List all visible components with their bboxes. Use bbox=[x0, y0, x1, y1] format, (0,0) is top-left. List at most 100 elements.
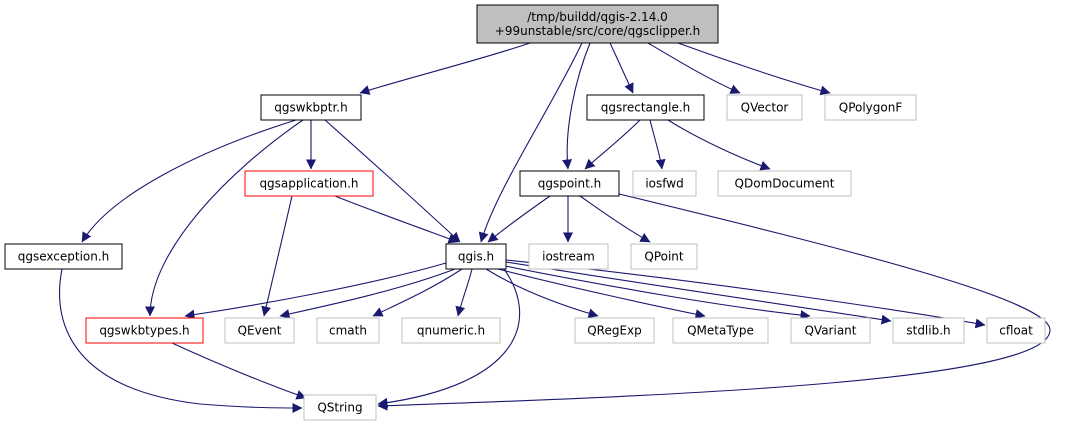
edge-qgis-to-qregexp bbox=[485, 268, 599, 319]
edge-qgis-to-qstring bbox=[377, 268, 521, 408]
node-iosfwd[interactable]: iosfwd bbox=[632, 170, 697, 197]
node-box[interactable] bbox=[632, 170, 697, 197]
node-qgswkbtypes[interactable]: qgswkbtypes.h bbox=[85, 317, 204, 344]
node-root[interactable]: /tmp/buildd/qgis-2.14.0+99unstable/src/c… bbox=[476, 4, 719, 44]
node-label: QVariant bbox=[804, 324, 856, 338]
node-box[interactable] bbox=[574, 317, 655, 344]
node-label: cmath bbox=[329, 324, 367, 338]
node-label: QEvent bbox=[238, 324, 282, 338]
node-qgspoint[interactable]: qgspoint.h bbox=[519, 170, 620, 197]
node-cfloat[interactable]: cfloat bbox=[986, 317, 1046, 344]
node-box[interactable] bbox=[586, 94, 705, 121]
edge-line bbox=[647, 42, 741, 94]
node-qgsapplication[interactable]: qgsapplication.h bbox=[244, 170, 374, 197]
node-qgsexception[interactable]: qgsexception.h bbox=[4, 243, 123, 270]
edge-line bbox=[579, 195, 651, 243]
edge-line bbox=[261, 195, 293, 317]
node-iostream[interactable]: iostream bbox=[528, 243, 609, 270]
node-box[interactable] bbox=[316, 317, 380, 344]
edge-qgsapplication-to-qgis bbox=[334, 195, 459, 244]
edge-line bbox=[377, 268, 521, 408]
node-qevent[interactable]: QEvent bbox=[224, 317, 295, 344]
node-label: qgswkbptr.h bbox=[274, 101, 347, 115]
node-box[interactable] bbox=[528, 243, 609, 270]
node-box[interactable] bbox=[790, 317, 871, 344]
edge-line bbox=[81, 119, 297, 243]
edge-line bbox=[677, 42, 831, 96]
edge-qgspoint-to-qgis bbox=[487, 195, 551, 243]
node-box[interactable] bbox=[303, 394, 377, 421]
node-qregexp[interactable]: QRegExp bbox=[574, 317, 655, 344]
node-box[interactable] bbox=[244, 170, 374, 197]
node-label: iosfwd bbox=[645, 177, 683, 191]
node-label: iostream bbox=[542, 250, 595, 264]
edge-qgis-to-qevent bbox=[279, 268, 456, 319]
node-qnumeric[interactable]: qnumeric.h bbox=[401, 317, 501, 344]
edge-root-to-qpolygonf bbox=[677, 42, 831, 96]
node-label: QString bbox=[317, 401, 362, 415]
node-qgis[interactable]: qgis.h bbox=[445, 243, 507, 270]
node-qgsrectangle[interactable]: qgsrectangle.h bbox=[586, 94, 705, 121]
edge-root-to-qgis bbox=[478, 42, 583, 243]
node-box[interactable] bbox=[445, 243, 507, 270]
edge-line bbox=[584, 119, 641, 170]
edge-qgsrectangle-to-iosfwd bbox=[649, 119, 666, 170]
node-box[interactable] bbox=[85, 317, 204, 344]
node-label: qgsapplication.h bbox=[259, 177, 358, 191]
node-stdlib[interactable]: stdlib.h bbox=[892, 317, 965, 344]
node-box[interactable] bbox=[824, 94, 917, 121]
node-qpoint[interactable]: QPoint bbox=[630, 243, 698, 270]
node-box[interactable] bbox=[892, 317, 965, 344]
edge-qgswkbptr-to-qgis bbox=[324, 119, 461, 243]
edge-line bbox=[497, 268, 706, 320]
edge-qgsrectangle-to-qgspoint bbox=[584, 119, 641, 170]
node-qpolygonf[interactable]: QPolygonF bbox=[824, 94, 917, 121]
node-qvector[interactable]: QVector bbox=[726, 94, 803, 121]
edge-qgspoint-to-qstring bbox=[377, 192, 1051, 411]
edge-line bbox=[145, 119, 304, 317]
node-qgswkbptr[interactable]: qgswkbptr.h bbox=[260, 94, 362, 121]
edge-qgsrectangle-to-qdomdocument bbox=[667, 119, 771, 171]
edge-qgswkbptr-to-qgsexception bbox=[81, 119, 297, 243]
edge-line bbox=[478, 42, 583, 243]
edge-line bbox=[184, 262, 447, 320]
edge-qgsapplication-to-qevent bbox=[261, 195, 293, 317]
node-box[interactable] bbox=[986, 317, 1046, 344]
node-label: QRegExp bbox=[587, 324, 642, 338]
node-box[interactable] bbox=[717, 170, 852, 197]
edge-line bbox=[334, 195, 459, 244]
node-qvariant[interactable]: QVariant bbox=[790, 317, 871, 344]
node-box[interactable] bbox=[401, 317, 501, 344]
edge-line bbox=[171, 342, 307, 400]
edge-root-to-qgswkbptr bbox=[359, 42, 531, 95]
edge-root-to-qgspoint bbox=[562, 42, 591, 170]
node-label: qgsexception.h bbox=[18, 250, 110, 264]
node-label: +99unstable/src/core/qgsclipper.h bbox=[495, 24, 700, 38]
node-label: qgswkbtypes.h bbox=[99, 324, 189, 338]
edge-qgsexception-to-qstring bbox=[59, 268, 303, 413]
node-qstring[interactable]: QString bbox=[303, 394, 377, 421]
edge-line bbox=[562, 42, 591, 170]
node-box[interactable] bbox=[260, 94, 362, 121]
edge-root-to-qvector bbox=[647, 42, 741, 94]
node-box[interactable] bbox=[4, 243, 123, 270]
node-qdomdocument[interactable]: QDomDocument bbox=[717, 170, 852, 197]
nodes-layer: /tmp/buildd/qgis-2.14.0+99unstable/src/c… bbox=[4, 4, 1046, 421]
node-box[interactable] bbox=[726, 94, 803, 121]
node-label: QPoint bbox=[644, 250, 684, 264]
node-qmetatype[interactable]: QMetaType bbox=[672, 317, 769, 344]
edge-line bbox=[372, 268, 463, 317]
node-label: qgspoint.h bbox=[538, 177, 602, 191]
node-box[interactable] bbox=[476, 4, 719, 44]
node-box[interactable] bbox=[519, 170, 620, 197]
node-cmath[interactable]: cmath bbox=[316, 317, 380, 344]
node-box[interactable] bbox=[224, 317, 295, 344]
node-box[interactable] bbox=[672, 317, 769, 344]
edge-line bbox=[377, 192, 1051, 411]
node-box[interactable] bbox=[630, 243, 698, 270]
edge-line bbox=[649, 119, 666, 170]
node-label: QMetaType bbox=[687, 324, 754, 338]
edge-qgis-to-qvariant bbox=[504, 265, 811, 321]
edge-qgis-to-qnumeric bbox=[455, 268, 473, 317]
